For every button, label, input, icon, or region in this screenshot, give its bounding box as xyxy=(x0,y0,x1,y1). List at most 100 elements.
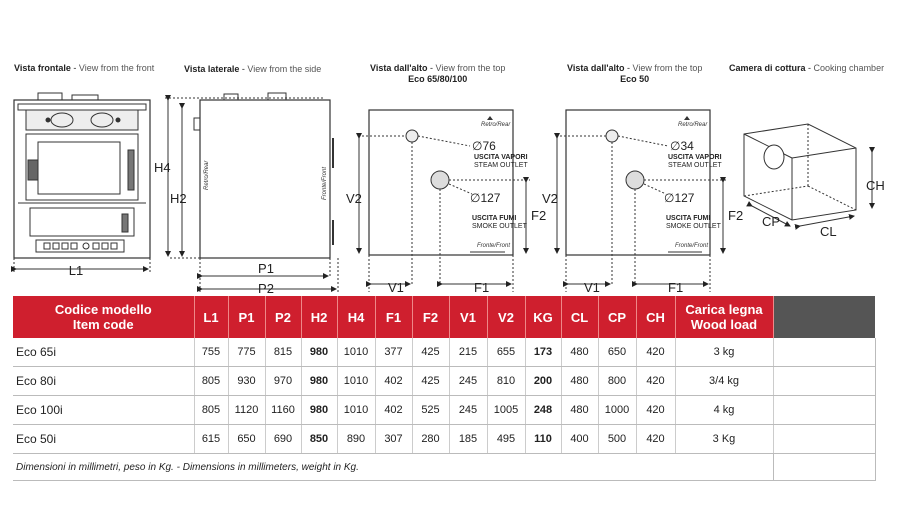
top-view-small-drawing xyxy=(554,109,726,292)
caption-chamber: Camera di cottura - Cooking chamber xyxy=(729,63,884,73)
cell-H2: 980 xyxy=(301,338,338,367)
cell-P1: 1120 xyxy=(228,395,266,425)
table-row: Eco 50i 615 650 690 850 890 307 280 185 … xyxy=(13,424,876,454)
cell-P1: 930 xyxy=(228,366,266,396)
top-small-steam-diameter: ∅34 xyxy=(670,139,694,153)
dim-CH-label: CH xyxy=(866,178,885,193)
dim-F2-label-big: F2 xyxy=(531,208,546,223)
caption-top-big-sep: - xyxy=(427,63,436,73)
dim-CL-label: CL xyxy=(820,224,837,239)
cell-CL: 400 xyxy=(561,424,599,454)
dimensions-table: Codice modello Item code L1 P1 P2 H2 H4 … xyxy=(13,296,876,481)
top-small-steam-en: STEAM OUTLET xyxy=(668,162,722,169)
header-code-en: Item code xyxy=(72,317,134,332)
table-footnote-row: Dimensioni in millimetri, peso in Kg. - … xyxy=(13,453,876,481)
top-small-smoke-en: SMOKE OUTLET xyxy=(666,223,722,230)
cell-V1: 245 xyxy=(449,395,488,425)
cell-F1: 402 xyxy=(375,366,413,396)
cell-F1: 377 xyxy=(375,338,413,367)
cell-CP: 800 xyxy=(598,366,637,396)
cell-F2: 280 xyxy=(412,424,450,454)
row-model: Eco 100i xyxy=(13,395,195,425)
caption-chamber-it: Camera di cottura xyxy=(729,63,806,73)
cell-KG: 248 xyxy=(525,395,562,425)
header-blank xyxy=(773,296,875,338)
caption-chamber-en: Cooking chamber xyxy=(813,63,885,73)
table-footnote: Dimensioni in millimetri, peso in Kg. - … xyxy=(13,453,774,481)
cell-CL: 480 xyxy=(561,395,599,425)
top-big-steam-diameter: ∅76 xyxy=(472,139,496,153)
header-col-KG: KG xyxy=(525,296,562,338)
cell-H2: 850 xyxy=(301,424,338,454)
caption-top-small-model: Eco 50 xyxy=(620,74,650,84)
caption-front-sep: - xyxy=(70,63,79,73)
cell-KG: 173 xyxy=(525,338,562,367)
cell-CL: 480 xyxy=(561,338,599,367)
top-big-steam-en: STEAM OUTLET xyxy=(474,162,528,169)
caption-top-big-model: Eco 65/80/100 xyxy=(408,74,468,84)
header-col-F1: F1 xyxy=(375,296,413,338)
header-col-P2: P2 xyxy=(265,296,302,338)
cell-blank xyxy=(773,424,876,454)
caption-top-small-en: View from the top xyxy=(632,63,703,73)
cell-H4: 1010 xyxy=(337,366,376,396)
header-code-it: Codice modello xyxy=(54,302,152,317)
cell-P2: 1160 xyxy=(265,395,302,425)
dim-L1-label: L1 xyxy=(69,263,83,278)
caption-front-view: Vista frontale - View from the front xyxy=(14,63,154,73)
dim-V1-label-big: V1 xyxy=(388,280,404,295)
cell-P2: 970 xyxy=(265,366,302,396)
header-col-F2: F2 xyxy=(412,296,450,338)
cell-L1: 755 xyxy=(194,338,229,367)
caption-side-it: Vista laterale xyxy=(184,64,240,74)
side-front-label: Fronte/Front xyxy=(322,167,328,200)
cell-F1: 307 xyxy=(375,424,413,454)
dim-H4-label: H4 xyxy=(154,160,171,175)
header-col-V1: V1 xyxy=(449,296,488,338)
row-model: Eco 50i xyxy=(13,424,195,454)
table-row: Eco 100i 805 1120 1160 980 1010 402 525 … xyxy=(13,395,876,425)
top-view-big-drawing xyxy=(356,109,530,292)
cell-wood: 3 Kg xyxy=(675,424,774,454)
dim-F1-label-big: F1 xyxy=(474,280,489,295)
technical-drawings: L1 H4 H2 P1 P2 Retro/Rear Fronte/Front xyxy=(11,92,885,296)
caption-front-en: View from the front xyxy=(78,63,155,73)
cell-P2: 815 xyxy=(265,338,302,367)
row-model: Eco 80i xyxy=(13,366,195,396)
header-wood-it: Carica legna xyxy=(685,302,763,317)
caption-front-it: Vista frontale xyxy=(14,63,71,73)
cell-P2: 690 xyxy=(265,424,302,454)
top-big-steam-dia-value: 76 xyxy=(482,139,496,153)
cell-V1: 215 xyxy=(449,338,488,367)
cell-blank xyxy=(773,395,876,425)
cell-F1: 402 xyxy=(375,395,413,425)
cell-P1: 650 xyxy=(228,424,266,454)
caption-top-small-sep: - xyxy=(624,63,633,73)
dim-P1-label: P1 xyxy=(258,261,274,276)
cell-H4: 890 xyxy=(337,424,376,454)
cell-H2: 980 xyxy=(301,395,338,425)
top-small-rear-label: Retro/Rear xyxy=(678,122,708,128)
cell-H4: 1010 xyxy=(337,395,376,425)
top-big-smoke-it: USCITA FUMI xyxy=(472,215,516,222)
table-row: Eco 80i 805 930 970 980 1010 402 425 245… xyxy=(13,366,876,396)
cell-CH: 420 xyxy=(636,366,676,396)
cooking-chamber-drawing xyxy=(743,123,875,230)
caption-chamber-sep: - xyxy=(805,63,814,73)
header-wood-load: Carica legna Wood load xyxy=(675,296,774,338)
header-col-L1: L1 xyxy=(194,296,229,338)
header-col-CL: CL xyxy=(561,296,599,338)
cell-V1: 245 xyxy=(449,366,488,396)
cell-V2: 1005 xyxy=(487,395,526,425)
cell-V2: 655 xyxy=(487,338,526,367)
top-big-rear-label: Retro/Rear xyxy=(481,122,511,128)
top-small-steam-dia-value: 34 xyxy=(680,139,694,153)
top-small-front-label: Fronte/Front xyxy=(675,243,708,249)
cell-L1: 615 xyxy=(194,424,229,454)
top-big-smoke-dia-value: 127 xyxy=(480,191,500,205)
header-wood-en: Wood load xyxy=(690,317,758,332)
cell-H2: 980 xyxy=(301,366,338,396)
top-small-smoke-diameter: ∅127 xyxy=(664,191,695,205)
cell-blank xyxy=(773,338,876,367)
dim-F1-label-small: F1 xyxy=(668,280,683,295)
